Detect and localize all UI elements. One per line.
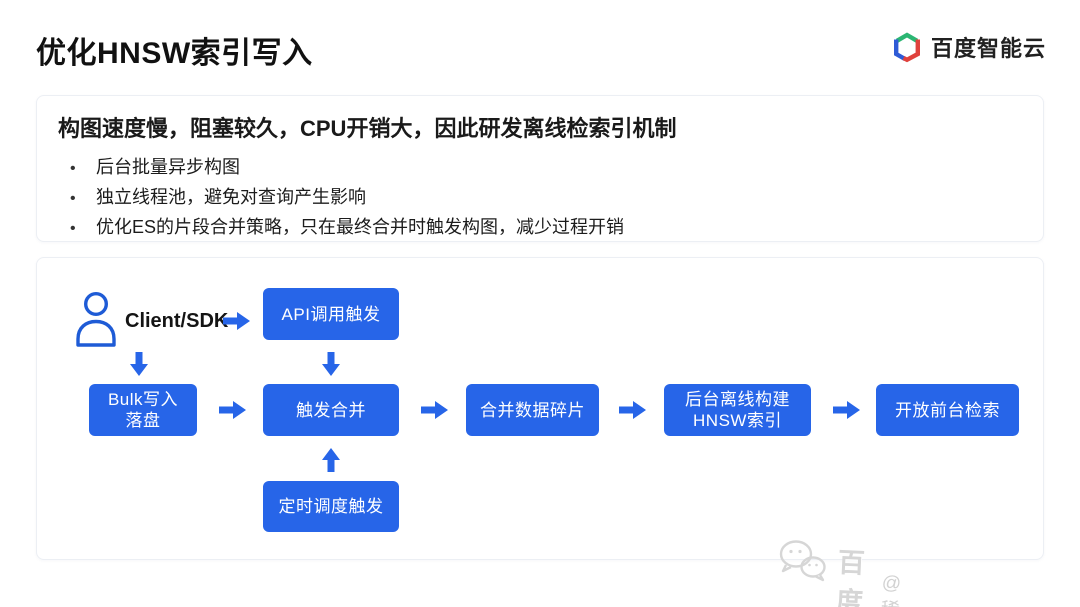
arrow-right-icon (619, 400, 647, 420)
flow-node-trigger-merge: 触发合并 (263, 384, 399, 436)
arrow-right-icon (219, 400, 247, 420)
flow-node-merge-shards: 合并数据碎片 (466, 384, 599, 436)
flow-node-label: 后台离线构建 (685, 390, 790, 409)
arrow-right-icon (833, 400, 861, 420)
flow-node-label: 合并数据碎片 (480, 400, 585, 420)
flow-node-scheduled-trigger: 定时调度触发 (263, 481, 399, 532)
summary-bullet-text: 优化ES的片段合并策略，只在最终合并时触发构图，减少过程开销 (96, 217, 625, 237)
bullet-dot: • (70, 220, 76, 237)
arrow-up-icon (321, 447, 341, 472)
arrow-right-icon (223, 311, 251, 331)
user-person-icon (73, 291, 119, 348)
arrow-down-icon (129, 352, 149, 377)
summary-panel: 构图速度慢，阻塞较久，CPU开销大，因此研发离线检索引机制 • 后台批量异步构图… (36, 95, 1044, 242)
flow-node-offline-build: 后台离线构建 HNSW索引 (664, 384, 811, 436)
page-title: 优化HNSW索引写入 (36, 37, 313, 70)
flow-node-api-trigger: API调用触发 (263, 288, 399, 340)
brand-name: 百度智能云 (930, 36, 1046, 61)
flowchart-panel: Client/SDK API调用触发 Bulk写入 落盘 触发合并 (36, 257, 1044, 560)
actor-label: Client/SDK (125, 310, 229, 332)
summary-bullet-list: • 后台批量异步构图 • 独立线程池，避免对查询产生影响 • 优化ES的片段合并… (58, 153, 1023, 243)
summary-bullet-item: • 独立线程池，避免对查询产生影响 (58, 183, 1023, 213)
brand-logo: 百度智能云 (890, 30, 1046, 64)
flow-node-label: 定时调度触发 (278, 497, 384, 516)
flow-node-bulk-write: Bulk写入 落盘 (89, 384, 197, 436)
flow-node-label: HNSW索引 (693, 411, 782, 430)
baidu-cloud-cube-icon (890, 30, 924, 64)
summary-bullet-text: 后台批量异步构图 (96, 157, 240, 177)
bullet-dot: • (70, 160, 76, 177)
summary-heading: 构图速度慢，阻塞较久，CPU开销大，因此研发离线检索引机制 (58, 116, 677, 141)
flow-node-label: API调用触发 (281, 304, 381, 324)
arrow-down-icon (321, 352, 341, 377)
summary-bullet-item: • 优化ES的片段合并策略，只在最终合并时触发构图，减少过程开销 (58, 213, 1023, 243)
flow-node-label: 触发合并 (296, 400, 366, 420)
summary-bullet-text: 独立线程池，避免对查询产生影响 (96, 187, 366, 207)
flow-node-label: 开放前台检索 (895, 400, 1000, 420)
flow-node-open-search: 开放前台检索 (876, 384, 1019, 436)
summary-bullet-item: • 后台批量异步构图 (58, 153, 1023, 183)
flow-node-label: Bulk写入 (107, 390, 179, 409)
watermark-subtitle: @稀土掘金技术社区 (880, 572, 903, 607)
flow-node-label: 落盘 (125, 411, 161, 430)
arrow-right-icon (421, 400, 449, 420)
bullet-dot: • (70, 190, 76, 207)
